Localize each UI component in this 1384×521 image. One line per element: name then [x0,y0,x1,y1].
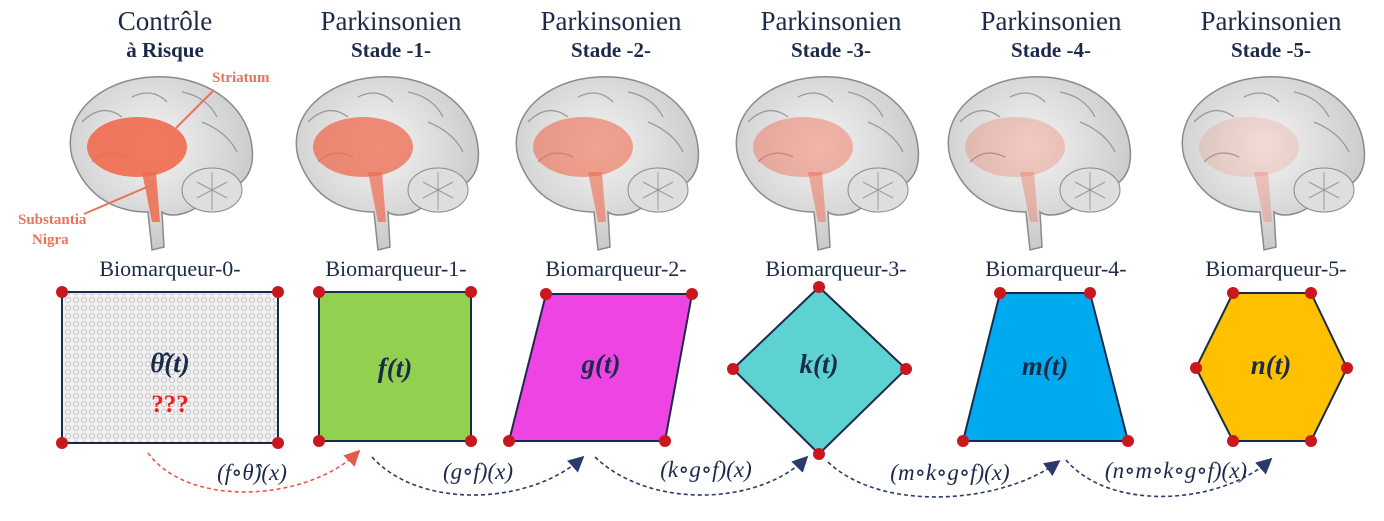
vertex [957,435,969,447]
composition-label-2: (g∘f)(x) [443,459,513,484]
vertex [813,448,825,460]
composition-label-1: (f∘θ̂)(x) [217,460,287,485]
shape-control-rectangle: θ̂(t) ??? [56,286,284,449]
composition-arrow-5 [1065,457,1273,498]
biomarker-2-label: Biomarqueur-2- [545,256,687,281]
brain-illustration-4 [947,76,1132,251]
composition-arrow-2 [371,455,585,496]
shape-4-function: m(t) [1022,351,1069,381]
stage-4-title: Parkinsonien [980,6,1122,36]
shape-3-function: k(t) [800,349,839,379]
vertex [727,363,739,375]
vertex [686,288,698,300]
stage-3-title: Parkinsonien [760,6,902,36]
substantia-nigra-pointer [83,183,155,215]
shape-0-unknown: ??? [151,391,189,418]
stage-0-header: Contrôle à Risque [70,6,260,63]
brain-illustration-2 [515,76,700,251]
vertex [56,437,68,449]
shape-diamond: k(t) [727,281,912,460]
stage-0-title: Contrôle [117,6,213,36]
substantia-nigra-label-line1: Substantia [18,212,87,228]
vertex [465,435,477,447]
vertex [272,286,284,298]
composition-arrow-3 [594,455,809,496]
striatum-label: Striatum [212,70,270,86]
biomarker-0-label: Biomarqueur-0- [99,256,241,281]
vertex [1305,435,1317,447]
stage-3-header: Parkinsonien Stade -3- [736,6,926,63]
brain-illustration-0 [69,76,254,251]
vertex [994,287,1006,299]
stage-2-subtitle: Stade -2- [571,38,651,62]
shape-1-function: f(t) [378,353,412,383]
vertex [900,363,912,375]
brain-illustration-1 [295,76,480,251]
stage-3-subtitle: Stade -3- [791,38,871,62]
shape-hexagon: n(t) [1190,287,1353,447]
stage-1-subtitle: Stade -1- [351,38,431,62]
substantia-nigra-label-line2: Nigra [32,232,69,248]
composition-label-5: (n∘m∘k∘g∘f)(x) [1105,458,1247,483]
striatum-pointer [175,89,215,129]
vertex [1190,362,1202,374]
shape-0-function: θ̂(t) [150,348,190,378]
vertex [1122,435,1134,447]
vertex [540,288,552,300]
vertex [313,286,325,298]
shape-parallelogram: g(t) [503,288,698,447]
biomarker-5-label: Biomarqueur-5- [1205,256,1347,281]
vertex [313,435,325,447]
stage-4-header: Parkinsonien Stade -4- [956,6,1146,63]
vertex [1084,287,1096,299]
substantia-nigra-highlight [142,172,160,222]
shape-square: f(t) [313,286,477,447]
shape-5-function: n(t) [1251,350,1292,380]
stage-4-subtitle: Stade -4- [1011,38,1091,62]
stage-2-header: Parkinsonien Stade -2- [516,6,706,63]
vertex [1341,362,1353,374]
brain-illustration-5 [1181,76,1366,251]
vertex [1305,287,1317,299]
vertex [813,281,825,293]
composition-arrow-1 [147,449,361,493]
stage-0-subtitle: à Risque [126,38,204,62]
vertex [272,437,284,449]
composition-arrow-4 [827,460,1061,498]
biomarker-4-label: Biomarqueur-4- [985,256,1127,281]
stage-1-title: Parkinsonien [320,6,462,36]
striatum-highlight [87,117,187,177]
shape-2-function: g(t) [581,349,621,379]
vertex [465,286,477,298]
biomarker-3-label: Biomarqueur-3- [765,256,907,281]
shape-trapezoid: m(t) [957,287,1134,447]
stage-5-header: Parkinsonien Stade -5- [1176,6,1366,63]
stage-5-title: Parkinsonien [1200,6,1342,36]
composition-label-3: (k∘g∘f)(x) [660,457,752,482]
vertex [1227,287,1239,299]
brain-illustration-3 [735,76,920,251]
stage-5-subtitle: Stade -5- [1231,38,1311,62]
stage-2-title: Parkinsonien [540,6,682,36]
biomarker-1-label: Biomarqueur-1- [325,256,467,281]
composition-label-4: (m∘k∘g∘f)(x) [890,460,1009,485]
vertex [659,435,671,447]
vertex [56,286,68,298]
vertex [503,435,515,447]
stage-1-header: Parkinsonien Stade -1- [296,6,486,63]
vertex [1227,435,1239,447]
